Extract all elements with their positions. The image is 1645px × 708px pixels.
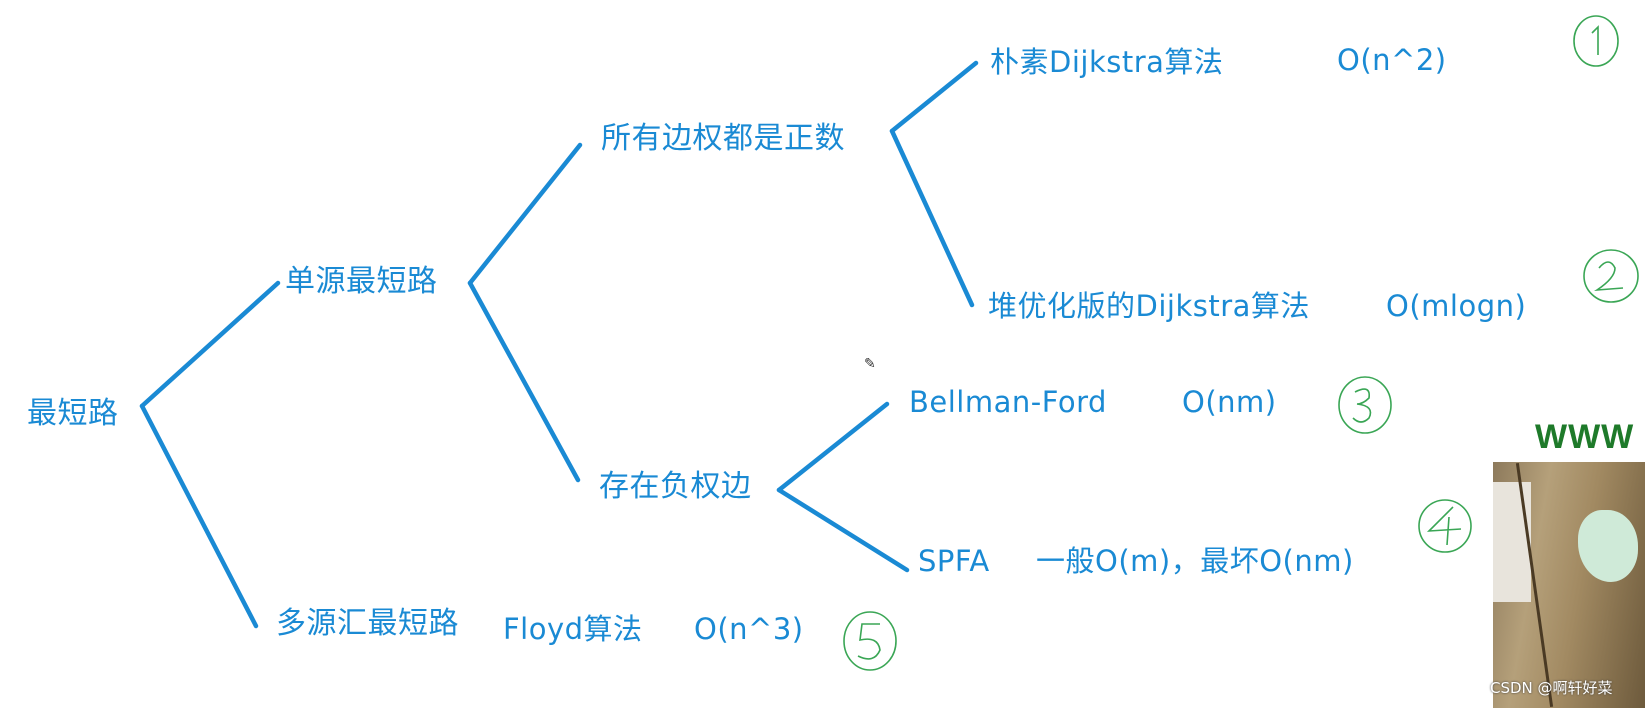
complexity-bellman-ford: O(nm) [1182, 385, 1277, 419]
complexity-heap-dijkstra: O(mlogn) [1386, 289, 1527, 323]
pencil-cursor-icon: ✎ [864, 356, 876, 372]
complexity-naive-dijkstra: O(n^2) [1337, 43, 1447, 77]
edge-positive-naive [889, 60, 979, 134]
node-single-source: 单源最短路 [285, 264, 438, 299]
circled-number-4 [1418, 499, 1472, 553]
node-heap-dijkstra: 堆优化版的Dijkstra算法 [988, 289, 1310, 323]
circled-number-3 [1338, 376, 1392, 434]
node-all-positive: 所有边权都是正数 [601, 121, 845, 156]
edge-single-negative [467, 280, 581, 483]
node-naive-dijkstra: 朴素Dijkstra算法 [990, 45, 1224, 79]
partial-url-text: WWW [1535, 418, 1635, 456]
node-root: 最短路 [27, 396, 119, 431]
edge-positive-heap [889, 128, 975, 308]
edge-negative-bellman [776, 401, 890, 493]
circled-number-5 [843, 611, 897, 671]
webcam-video-overlay [1493, 462, 1645, 708]
edge-root-single [139, 280, 281, 409]
csdn-watermark: CSDN @啊轩好菜 [1490, 679, 1613, 697]
edge-negative-spfa [776, 487, 910, 573]
node-spfa: SPFA [918, 544, 990, 578]
node-bellman-ford: Bellman-Ford [909, 385, 1107, 419]
complexity-spfa: 一般O(m)，最坏O(nm) [1036, 544, 1354, 578]
node-multi-source: 多源汇最短路 [276, 606, 459, 641]
circled-number-1 [1573, 15, 1619, 67]
complexity-floyd: O(n^3) [694, 612, 804, 646]
circled-number-2 [1583, 249, 1639, 303]
edge-single-positive [467, 142, 583, 286]
node-floyd: Floyd算法 [503, 612, 643, 646]
node-has-negative: 存在负权边 [599, 469, 752, 504]
edge-root-multi [139, 403, 259, 629]
